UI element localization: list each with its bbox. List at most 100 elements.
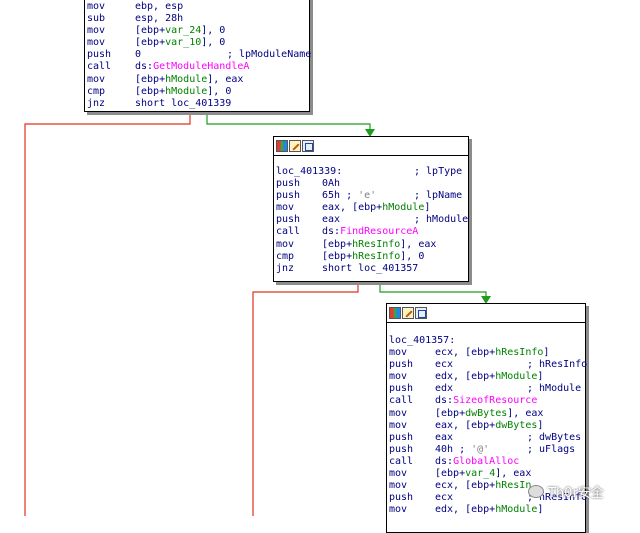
operand-part: ], eax — [495, 468, 532, 480]
mnemonic: call — [276, 226, 301, 238]
operand-part: 'e' — [358, 190, 377, 202]
mnemonic: mov — [87, 37, 106, 49]
operands: ds:GlobalAlloc — [435, 456, 519, 468]
operand-part: ], 0 — [207, 85, 232, 97]
edge-false-block1 — [24, 112, 191, 516]
mnemonic: push — [389, 359, 414, 371]
mnemonic: mov — [389, 468, 408, 480]
code-line: jnz short loc_401357 — [276, 263, 468, 275]
code-line: push 0Ah — [276, 178, 468, 190]
edge-true-block1 — [206, 112, 371, 131]
operand-part: hResInfo — [352, 250, 401, 262]
operand-part: GlobalAlloc — [453, 455, 520, 467]
operands: eax, [ebp+hModule] — [322, 202, 430, 214]
mnemonic: jnz — [276, 262, 295, 274]
operand-part: dwBytes — [495, 419, 538, 431]
operands: 0 — [135, 49, 141, 61]
graph-overview-icon[interactable] — [302, 140, 314, 152]
operand-part: ecx — [435, 492, 454, 504]
edge-true-block2 — [379, 282, 487, 297]
operands: ds:SizeofResource — [435, 395, 537, 407]
code-label-line: loc_401357: — [389, 335, 585, 347]
operand-part: [ebp+ — [135, 85, 166, 97]
code-line: mov[ebp+var_10], 0 — [87, 37, 309, 49]
operand-part: var_4 — [465, 468, 496, 480]
graph-edges — [24, 112, 491, 516]
code-comment: ; uFlags — [527, 443, 576, 455]
operand-part: dwBytes — [465, 407, 508, 419]
mnemonic: push — [389, 431, 414, 443]
operand-part: ecx, [ebp+ — [435, 480, 496, 492]
operand-part: GetModuleHandleA — [153, 61, 250, 73]
rename-icon[interactable] — [402, 307, 414, 319]
operands: edx — [435, 383, 453, 395]
mnemonic: mov — [389, 347, 408, 359]
mnemonic: cmp — [276, 250, 295, 262]
operands: edx, [ebp+hModule] — [435, 504, 543, 516]
operand-part: ] — [424, 202, 431, 214]
watermark: Th0r安全 — [528, 482, 604, 501]
operands: eax — [322, 214, 340, 226]
operands: [ebp+hResInfo], 0 — [322, 251, 424, 263]
block-toolbar — [274, 137, 468, 156]
color-palette-icon[interactable] — [276, 140, 288, 152]
graph-overview-icon[interactable] — [415, 307, 427, 319]
operands: 0Ah — [322, 178, 340, 190]
operand-part: FindResourceA — [340, 226, 419, 238]
operand-part: ds: — [435, 395, 454, 407]
mnemonic: cmp — [87, 85, 106, 97]
operand-part: eax, [ebp+ — [435, 419, 496, 431]
operand-part: ], eax — [507, 407, 544, 419]
operand-part: [ebp+ — [135, 73, 166, 85]
operand-part: ] — [537, 371, 544, 383]
operand-part: short loc_401357 — [322, 262, 419, 274]
mnemonic: push — [276, 214, 301, 226]
operand-part: ], 0 — [201, 25, 226, 37]
mnemonic: push — [276, 178, 301, 190]
operand-part: 0 — [135, 49, 142, 61]
operand-part: hModule — [165, 73, 208, 85]
operand-part: ] — [543, 347, 550, 359]
operand-part: var_10 — [165, 37, 202, 49]
operand-part: ] — [537, 504, 544, 516]
code-comment: ; dwBytes — [527, 431, 582, 443]
code-label-line: loc_401339:; lpType — [276, 166, 468, 178]
operands: [ebp+dwBytes], eax — [435, 408, 543, 420]
code-comment: ; hResInfo — [527, 492, 588, 504]
watermark-text: Th0r安全 — [548, 486, 604, 501]
mnemonic: mov — [87, 73, 106, 85]
color-palette-icon[interactable] — [389, 307, 401, 319]
operand-part: [ebp+ — [435, 407, 466, 419]
code-comment: ; lpName — [414, 190, 463, 202]
mnemonic: mov — [87, 1, 106, 12]
operands: short loc_401339 — [135, 98, 231, 110]
code-line: push ecx ; hResInfo — [389, 492, 588, 504]
code-comment: ; lpType — [414, 166, 463, 177]
mnemonic: mov — [389, 504, 408, 516]
mnemonic: mov — [276, 202, 295, 214]
operand-part: edx, [ebp+ — [435, 504, 496, 516]
operand-part: ecx, [ebp+ — [435, 347, 496, 359]
mnemonic: push — [87, 49, 112, 61]
operand-part: hModule — [165, 85, 208, 97]
mnemonic: push — [389, 492, 414, 504]
rename-icon[interactable] — [289, 140, 301, 152]
operands: [ebp+hResInfo], eax — [322, 239, 436, 251]
operands: ebp, esp — [135, 1, 183, 13]
code-comment: ; hModule — [527, 383, 582, 395]
